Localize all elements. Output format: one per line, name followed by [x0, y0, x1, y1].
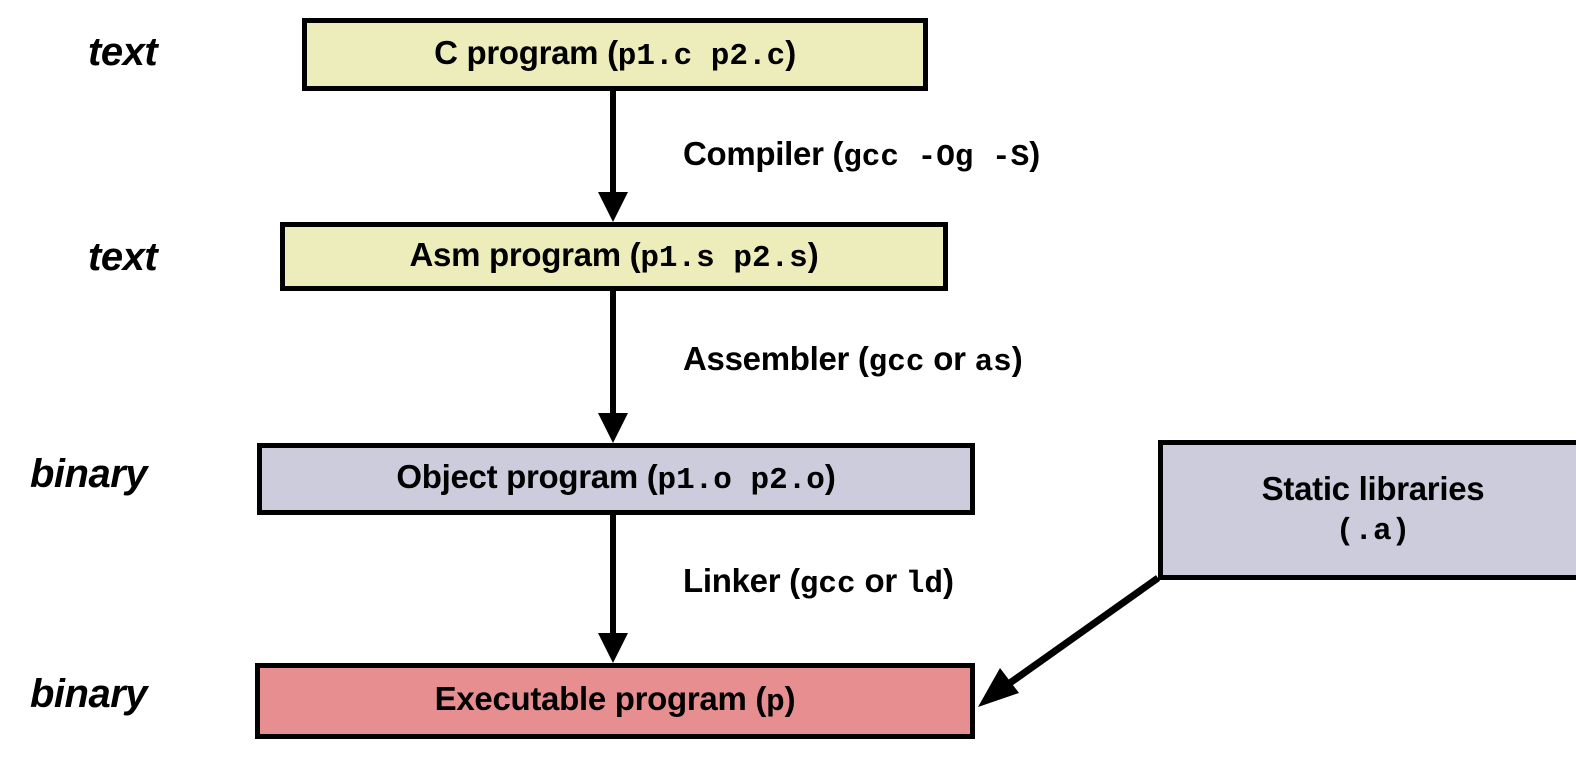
edge-label-linker-command-1: gcc: [799, 567, 856, 602]
arrow-compiler: [598, 90, 628, 222]
node-object-program-suffix: ): [824, 458, 836, 496]
stage-label-binary-object: binary: [30, 452, 148, 496]
stage-label-text-asm: text: [88, 235, 158, 279]
edge-label-linker-suffix: ): [942, 562, 954, 599]
arrow-linker: [598, 515, 628, 663]
node-static-libraries[interactable]: Static libraries (.a): [1158, 440, 1576, 580]
edge-label-assembler-conjunction: or: [924, 340, 975, 377]
edge-label-assembler-prefix: Assembler (: [683, 340, 869, 377]
node-asm-program-label: Asm program (p1.s p2.s): [404, 236, 825, 278]
node-asm-program-prefix: Asm program (: [409, 235, 641, 273]
arrow-static-libraries: [978, 575, 1161, 707]
node-object-program-files: p1.o p2.o: [657, 463, 825, 499]
node-executable-program[interactable]: Executable program (p): [255, 663, 975, 739]
node-c-program[interactable]: C program (p1.c p2.c): [302, 18, 928, 91]
edge-label-linker-command-2: ld: [905, 567, 943, 602]
node-asm-program-suffix: ): [807, 235, 819, 273]
node-static-libraries-title: Static libraries: [1261, 469, 1485, 507]
node-c-program-prefix: C program (: [434, 33, 618, 71]
node-asm-program-files: p1.s p2.s: [640, 240, 808, 276]
node-c-program-label: C program (p1.c p2.c): [428, 34, 802, 76]
node-executable-program-prefix: Executable program (: [434, 680, 767, 718]
node-object-program-prefix: Object program (: [396, 458, 658, 496]
node-c-program-files: p1.c p2.c: [617, 38, 786, 74]
edge-label-linker-prefix: Linker (: [683, 562, 800, 599]
stage-label-text-source: text: [88, 30, 158, 74]
node-asm-program[interactable]: Asm program (p1.s p2.s): [280, 222, 948, 291]
node-executable-program-suffix: ): [784, 680, 796, 718]
edge-label-compiler-prefix: Compiler (: [683, 135, 844, 172]
node-executable-program-file: p: [766, 685, 785, 721]
node-static-libraries-label: Static libraries (.a): [1256, 470, 1491, 551]
stage-label-binary-executable: binary: [30, 672, 148, 716]
arrow-assembler: [598, 290, 628, 443]
edge-label-compiler: Compiler (gcc -Og -S): [683, 135, 1040, 175]
node-object-program[interactable]: Object program (p1.o p2.o): [257, 443, 975, 515]
edge-label-compiler-command: gcc -Og -S: [843, 140, 1030, 175]
node-c-program-suffix: ): [785, 33, 796, 71]
edge-label-linker: Linker (gcc or ld): [683, 562, 954, 602]
edge-label-assembler-suffix: ): [1011, 340, 1023, 377]
node-object-program-label: Object program (p1.o p2.o): [390, 458, 841, 500]
edge-label-assembler-command-1: gcc: [868, 345, 925, 380]
node-static-libraries-extension: (.a): [1335, 513, 1411, 549]
edge-label-assembler: Assembler (gcc or as): [683, 340, 1023, 380]
edge-label-assembler-command-2: as: [974, 345, 1012, 380]
edge-label-linker-conjunction: or: [855, 562, 906, 599]
node-executable-program-label: Executable program (p): [429, 680, 802, 722]
edge-label-compiler-suffix: ): [1029, 135, 1040, 172]
